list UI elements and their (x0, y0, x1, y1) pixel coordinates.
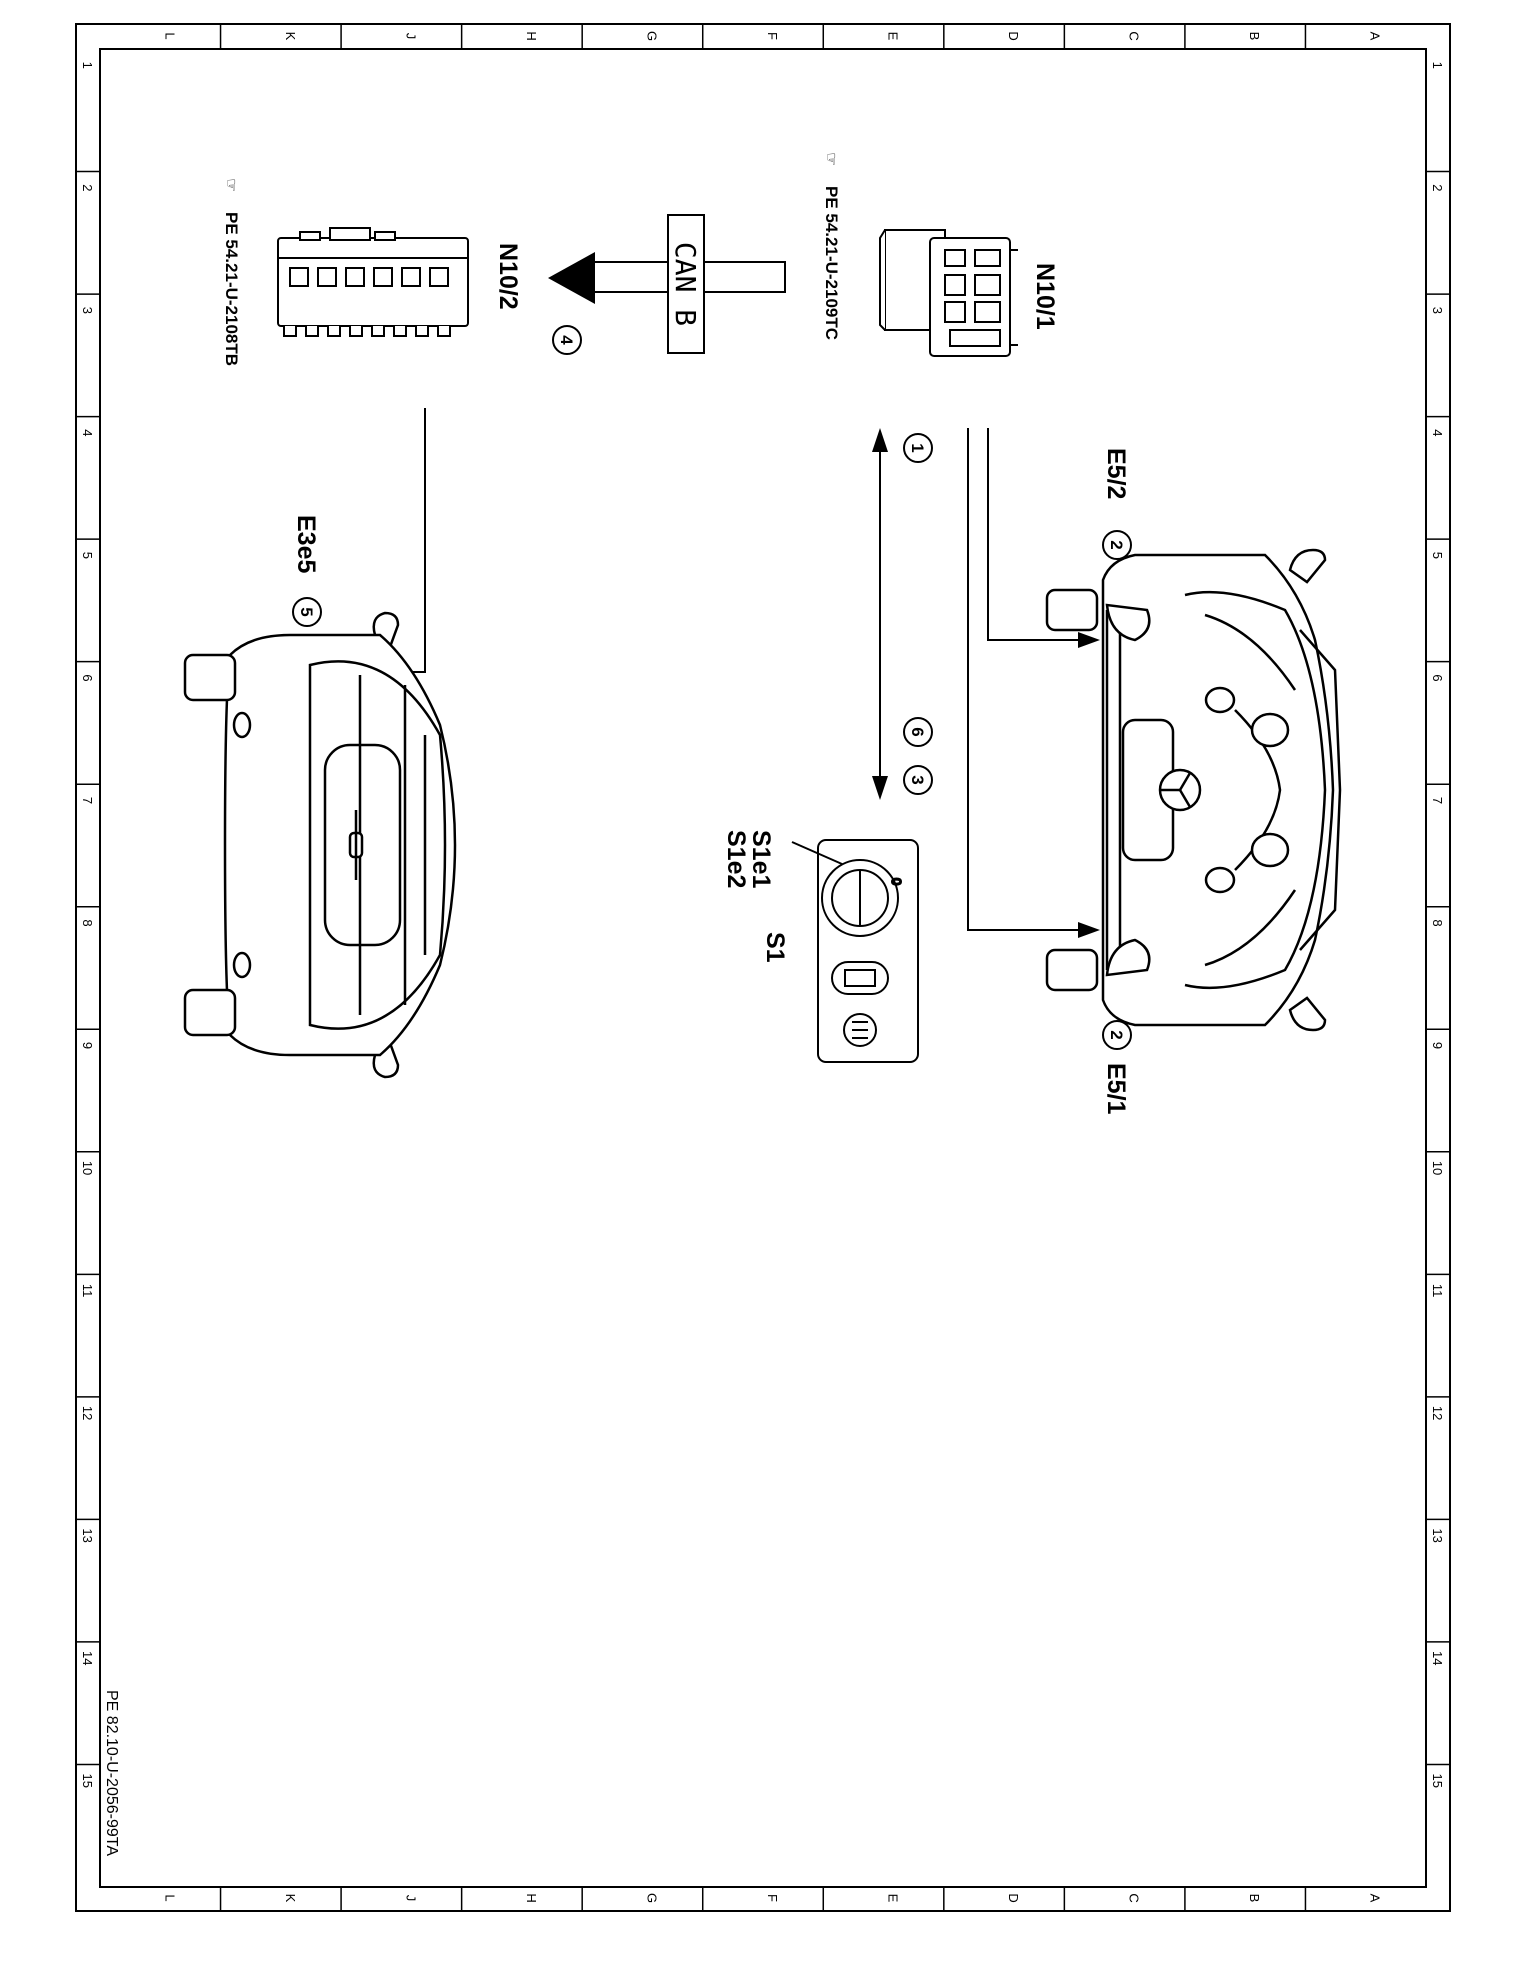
grid-letter-bottom: A (1368, 1894, 1383, 1903)
outer-border (75, 23, 1451, 1912)
grid-number-left: 10 (80, 1161, 95, 1175)
grid-letter-bottom: C (1127, 1893, 1142, 1902)
grid-letter-top: B (1247, 32, 1262, 41)
grid-number-left: 8 (80, 919, 95, 926)
grid-number-right: 5 (1430, 552, 1445, 559)
grid-number-right: 3 (1430, 307, 1445, 314)
n10-1-module (879, 229, 1018, 357)
grid-number-left: 11 (80, 1284, 95, 1298)
grid-letter-top: C (1127, 31, 1142, 40)
svg-text:0: 0 (889, 878, 904, 885)
label-n10-1: N10/1 (1031, 263, 1059, 330)
grid-number-right: 7 (1430, 797, 1445, 804)
grid-number-left: 2 (80, 184, 95, 191)
label-s1: S1 (761, 932, 789, 963)
grid-number-right: 4 (1430, 429, 1445, 436)
ref-n10-1: PE 54.21-U-2109TC (822, 186, 841, 340)
grid-letter-top: F (765, 32, 780, 40)
svg-text:3: 3 (908, 775, 927, 784)
grid-number-right: 6 (1430, 674, 1445, 681)
headlamp-wiring (967, 428, 1100, 938)
light-switch-s1: 0 (791, 839, 919, 1063)
grid-number-left: 9 (80, 1042, 95, 1049)
grid-number-right: 9 (1430, 1042, 1445, 1049)
svg-text:5: 5 (297, 607, 316, 616)
grid-number-right: 8 (1430, 919, 1445, 926)
svg-text:1: 1 (908, 443, 927, 452)
label-s1e2: S1e2 (722, 830, 750, 888)
grid-letter-bottom: K (283, 1894, 298, 1903)
grid-letter-bottom: D (1006, 1893, 1021, 1902)
marker-4: 4 (552, 325, 582, 355)
marker-5: 5 (292, 597, 322, 627)
document-id: PE 82.10-U-2056-99TA (103, 1690, 120, 1856)
marker-3: 3 (903, 765, 933, 795)
pointing-hand-icon: ☞ (822, 152, 841, 166)
label-s1e1: S1e1 (747, 830, 775, 888)
marker-6: 6 (903, 717, 933, 747)
grid-letter-bottom: E (886, 1894, 901, 1903)
grid-number-left: 4 (80, 429, 95, 436)
grid-number-right: 2 (1430, 184, 1445, 191)
grid-letter-top: D (1006, 31, 1021, 40)
grid-number-right: 1 (1430, 62, 1445, 69)
mercedes-star-icon (1158, 768, 1202, 812)
label-e5-1: E5/1 (1102, 1063, 1130, 1115)
headlamp-symbol-icon (843, 1013, 877, 1047)
grid-letter-top: J (403, 33, 418, 40)
grid-number-left: 14 (80, 1651, 95, 1665)
marker-1: 1 (903, 433, 933, 463)
grid-letter-bottom: J (403, 1895, 418, 1902)
svg-text:6: 6 (908, 727, 927, 736)
grid-letter-bottom: L (162, 1894, 177, 1901)
marker-2-bottom: 2 (1102, 1020, 1132, 1050)
grid-number-right: 10 (1430, 1161, 1445, 1175)
vehicle-front (1045, 548, 1342, 1032)
can-b-box (667, 214, 705, 354)
grid-letter-bottom: B (1247, 1894, 1262, 1903)
ref-n10-2: PE 54.21-U-2108TB (222, 212, 241, 366)
marker-2-top: 2 (1102, 530, 1132, 560)
grid-ticks (76, 24, 1450, 1911)
grid-number-right: 14 (1430, 1651, 1445, 1665)
grid-letter-top: A (1368, 32, 1383, 41)
label-e5-2: E5/2 (1102, 448, 1130, 499)
grid-letter-top: K (283, 32, 298, 41)
can-arrow-head (548, 252, 595, 304)
grid-number-right: 12 (1430, 1406, 1445, 1420)
grid-letter-bottom: G (644, 1893, 659, 1903)
grid-number-left: 13 (80, 1528, 95, 1542)
grid-number-left: 1 (80, 62, 95, 69)
grid-number-left: 12 (80, 1406, 95, 1420)
grid-number-left: 7 (80, 797, 95, 804)
vehicle-rear (183, 611, 457, 1079)
grid-letter-top: G (644, 31, 659, 41)
grid-number-left: 3 (80, 307, 95, 314)
n10-2-module (277, 227, 469, 337)
grid-letter-bottom: F (765, 1894, 780, 1902)
grid-letter-top: H (524, 31, 539, 40)
grid-number-right: 11 (1430, 1284, 1445, 1298)
grid-number-left: 6 (80, 674, 95, 681)
grid-letter-top: E (886, 32, 901, 41)
grid-number-left: 15 (80, 1773, 95, 1787)
grid-number-left: 5 (80, 552, 95, 559)
inner-border (99, 48, 1427, 1888)
signal-arrow (872, 428, 888, 800)
grid-number-right: 15 (1430, 1773, 1445, 1787)
pointing-hand-icon: ☞ (222, 178, 241, 192)
grid-letter-bottom: H (524, 1893, 539, 1902)
svg-text:4: 4 (557, 335, 576, 345)
grid-letter-top: L (162, 32, 177, 39)
label-e3e5: E3e5 (292, 515, 320, 573)
svg-text:2: 2 (1107, 1030, 1126, 1039)
grid-number-right: 13 (1430, 1528, 1445, 1542)
label-n10-2: N10/2 (494, 243, 522, 310)
can-b-label: CAN B (669, 242, 702, 326)
can-b-bus: CAN B (548, 214, 786, 354)
svg-text:2: 2 (1107, 540, 1126, 549)
